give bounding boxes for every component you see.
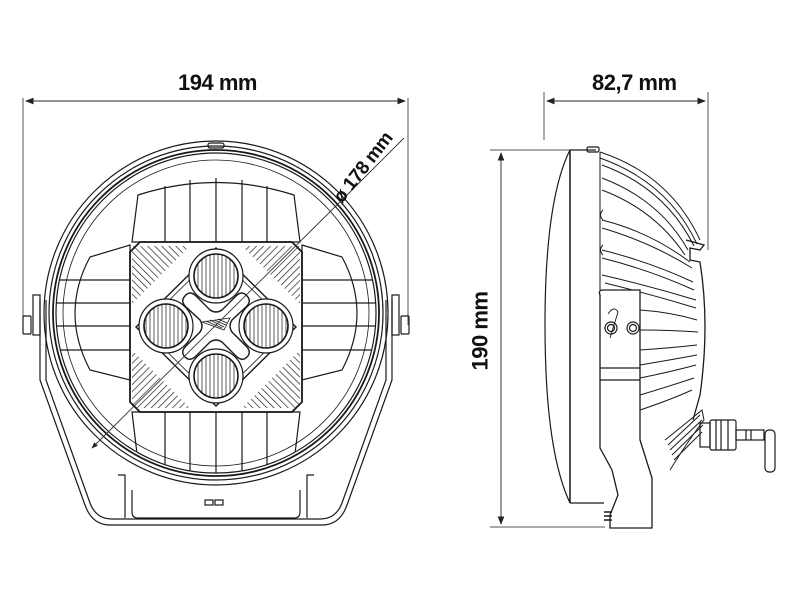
bracket-bolt-icon: [626, 321, 640, 335]
reflector-upper: [131, 178, 301, 243]
reflector-lower: [131, 411, 301, 473]
reflector-right: [301, 244, 376, 381]
height-dimension-label: 190 mm: [467, 291, 493, 371]
led-lens-bottom: [188, 348, 244, 404]
side-view: [490, 92, 776, 529]
depth-dimension-label: 82,7 mm: [592, 70, 677, 95]
width-dimension-label: 194 mm: [178, 70, 257, 95]
depth-dimension-line: [543, 92, 709, 250]
width-dimension-line: [22, 97, 409, 325]
cable-connector: [664, 409, 776, 473]
reflector-left: [56, 244, 131, 381]
side-mount-bracket: [598, 289, 653, 529]
heatsink-fins: [599, 151, 706, 421]
led-lens-right: [238, 298, 294, 354]
side-bezel: [544, 149, 571, 504]
front-mount-bracket: [22, 294, 410, 526]
front-view: [22, 97, 410, 526]
led-lens-top: [188, 248, 244, 304]
height-dimension-line: [490, 149, 605, 528]
diameter-dimension-line: [91, 189, 353, 449]
outer-ring: [43, 140, 389, 486]
led-lens-left: [138, 298, 194, 354]
led-module: [129, 241, 303, 413]
